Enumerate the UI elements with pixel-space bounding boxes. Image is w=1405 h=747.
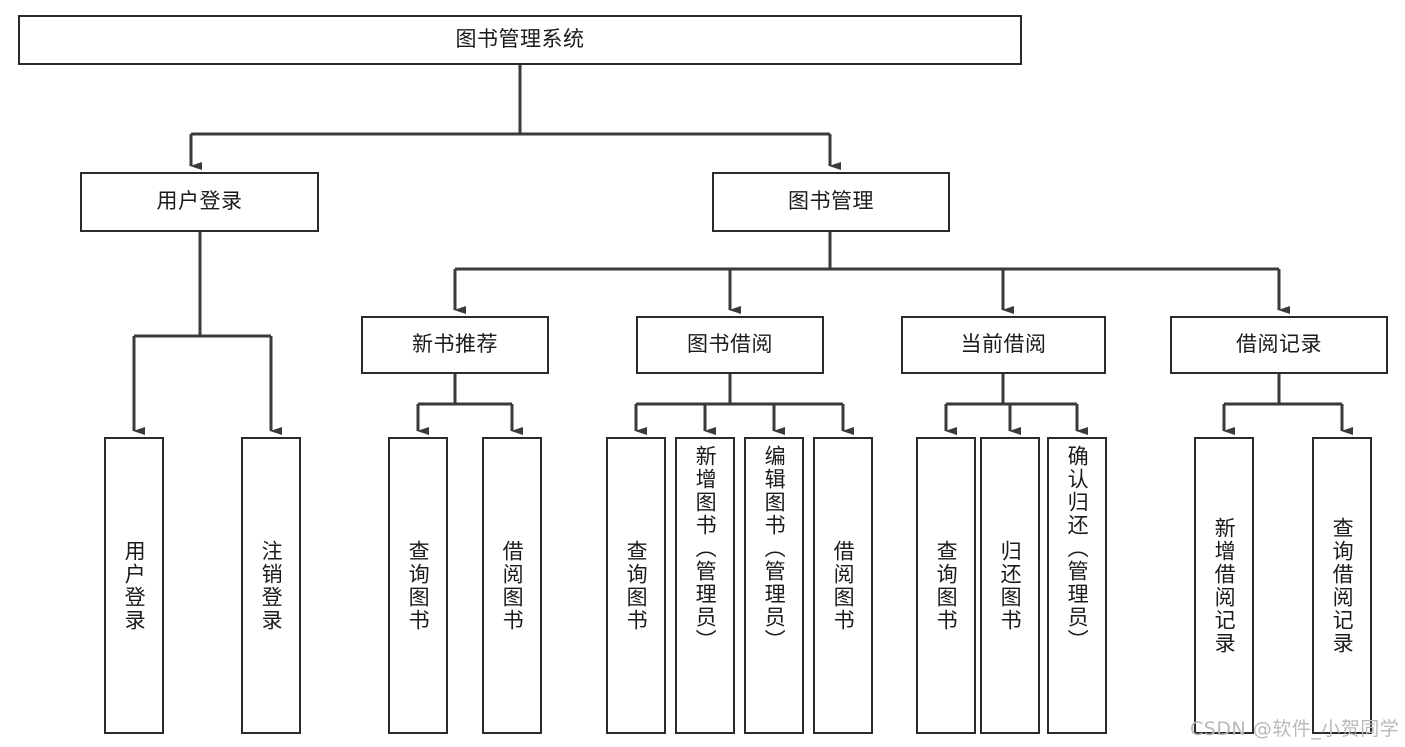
leaf-new-book-query-books[interactable]: 查询图书 — [388, 437, 448, 734]
node-label: 查询图书 — [934, 539, 959, 632]
node-user-login[interactable]: 用户登录 — [80, 172, 319, 232]
node-label: 注销登录 — [259, 539, 284, 632]
node-label: 查询图书 — [624, 539, 649, 632]
node-label: 当前借阅 — [960, 332, 1047, 357]
node-label: 用户登录 — [122, 539, 147, 632]
node-label: 借阅记录 — [1236, 332, 1322, 357]
node-new-book-recommend[interactable]: 新书推荐 — [361, 316, 549, 374]
leaf-borrow-record-add-record[interactable]: 新增借阅记录 — [1194, 437, 1254, 734]
node-label: 图书管理 — [788, 189, 874, 214]
node-label: 用户登录 — [156, 189, 243, 214]
node-label: 图书管理系统 — [455, 27, 585, 52]
leaf-current-borrow-confirm-return-admin[interactable]: 确认归还（管理员） — [1047, 437, 1107, 734]
leaf-book-borrow-borrow-books[interactable]: 借阅图书 — [813, 437, 873, 734]
leaf-borrow-record-query-record[interactable]: 查询借阅记录 — [1312, 437, 1372, 734]
node-book-management[interactable]: 图书管理 — [712, 172, 950, 232]
node-book-borrow[interactable]: 图书借阅 — [636, 316, 824, 374]
leaf-book-borrow-query-books[interactable]: 查询图书 — [606, 437, 666, 734]
watermark-text: CSDN @软件_小贺同学 — [1190, 718, 1400, 740]
node-label: 归还图书 — [998, 539, 1023, 632]
node-root-book-management-system[interactable]: 图书管理系统 — [18, 15, 1022, 65]
node-label: 确认归还（管理员） — [1065, 445, 1090, 652]
node-label: 查询借阅记录 — [1330, 516, 1355, 655]
leaf-current-borrow-query-books[interactable]: 查询图书 — [916, 437, 976, 734]
node-current-borrow[interactable]: 当前借阅 — [901, 316, 1106, 374]
node-label: 查询图书 — [406, 539, 431, 632]
node-label: 新书推荐 — [412, 332, 498, 357]
node-label: 图书借阅 — [687, 332, 773, 357]
node-borrow-record[interactable]: 借阅记录 — [1170, 316, 1388, 374]
node-label: 借阅图书 — [831, 539, 856, 632]
leaf-current-borrow-return-books[interactable]: 归还图书 — [980, 437, 1040, 734]
leaf-new-book-borrow-books[interactable]: 借阅图书 — [482, 437, 542, 734]
leaf-book-borrow-add-book-admin[interactable]: 新增图书（管理员） — [675, 437, 735, 734]
leaf-user-login-logout[interactable]: 注销登录 — [241, 437, 301, 734]
node-label: 编辑图书（管理员） — [762, 445, 787, 652]
node-label: 新增图书（管理员） — [693, 445, 718, 652]
leaf-book-borrow-edit-book-admin[interactable]: 编辑图书（管理员） — [744, 437, 804, 734]
leaf-user-login-login[interactable]: 用户登录 — [104, 437, 164, 734]
node-label: 新增借阅记录 — [1212, 516, 1237, 655]
node-label: 借阅图书 — [500, 539, 525, 632]
